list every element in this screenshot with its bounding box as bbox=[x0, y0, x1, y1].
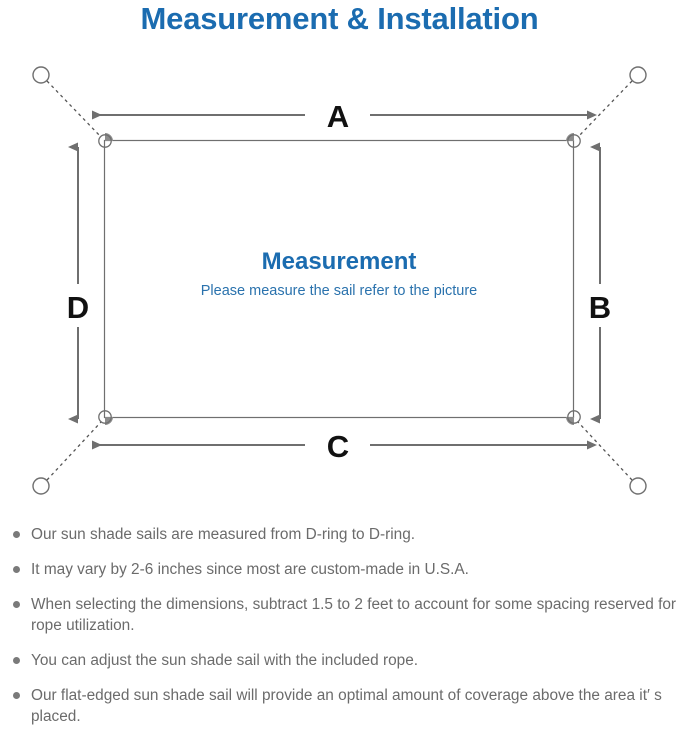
rope-lines bbox=[46, 80, 633, 481]
list-item: Our sun shade sails are measured from D-… bbox=[0, 524, 679, 545]
bullet-icon bbox=[13, 601, 20, 608]
sail-body bbox=[103, 139, 575, 419]
anchor-bottom-left-icon bbox=[32, 477, 50, 495]
bullet-icon bbox=[13, 692, 20, 699]
rope-bottom-left bbox=[46, 421, 102, 481]
anchor-top-left-icon bbox=[32, 66, 50, 84]
bullet-icon bbox=[13, 657, 20, 664]
bullet-icon bbox=[13, 531, 20, 538]
sail-label: Measurement bbox=[262, 248, 417, 275]
sail-sublabel: Please measure the sail refer to the pic… bbox=[201, 283, 477, 299]
list-item: Our flat-edged sun shade sail will provi… bbox=[0, 685, 679, 727]
note-text: When selecting the dimensions, subtract … bbox=[31, 596, 677, 634]
anchor-points bbox=[32, 66, 647, 495]
page-title: Measurement & Installation bbox=[140, 1, 539, 36]
d-ring-bottom-right bbox=[566, 410, 581, 425]
anchor-bottom-right-icon bbox=[629, 477, 647, 495]
anchor-top-right-icon bbox=[629, 66, 647, 84]
dimension-a: A bbox=[92, 99, 597, 134]
d-rings bbox=[98, 133, 581, 425]
list-item: When selecting the dimensions, subtract … bbox=[0, 594, 679, 636]
bullet-icon bbox=[13, 566, 20, 573]
note-text: It may vary by 2-6 inches since most are… bbox=[31, 561, 469, 578]
rope-top-right bbox=[577, 80, 633, 138]
dimension-c: C bbox=[92, 429, 597, 464]
d-ring-top-right bbox=[566, 133, 581, 148]
rope-bottom-right bbox=[577, 421, 633, 481]
dimension-label-c: C bbox=[327, 429, 349, 464]
d-ring-bottom-left bbox=[98, 410, 113, 425]
dimension-label-a: A bbox=[327, 99, 349, 134]
notes-list: Our sun shade sails are measured from D-… bbox=[0, 524, 679, 741]
note-text: Our sun shade sails are measured from D-… bbox=[31, 526, 416, 543]
list-item: You can adjust the sun shade sail with t… bbox=[0, 650, 679, 671]
d-ring-top-left bbox=[98, 133, 113, 148]
note-text: You can adjust the sun shade sail with t… bbox=[31, 652, 419, 669]
dimension-label-b: B bbox=[589, 290, 611, 325]
dimension-label-d: D bbox=[67, 290, 89, 325]
rope-top-left bbox=[46, 80, 102, 138]
measurement-diagram: A C D B Measurement Please measure the s… bbox=[0, 46, 679, 516]
dimension-b: B bbox=[589, 142, 611, 424]
dimension-d: D bbox=[67, 142, 89, 424]
note-text: Our flat-edged sun shade sail will provi… bbox=[31, 687, 662, 725]
list-item: It may vary by 2-6 inches since most are… bbox=[0, 559, 679, 580]
diagram-canvas: A C D B Measurement Please measure the s… bbox=[32, 66, 647, 495]
